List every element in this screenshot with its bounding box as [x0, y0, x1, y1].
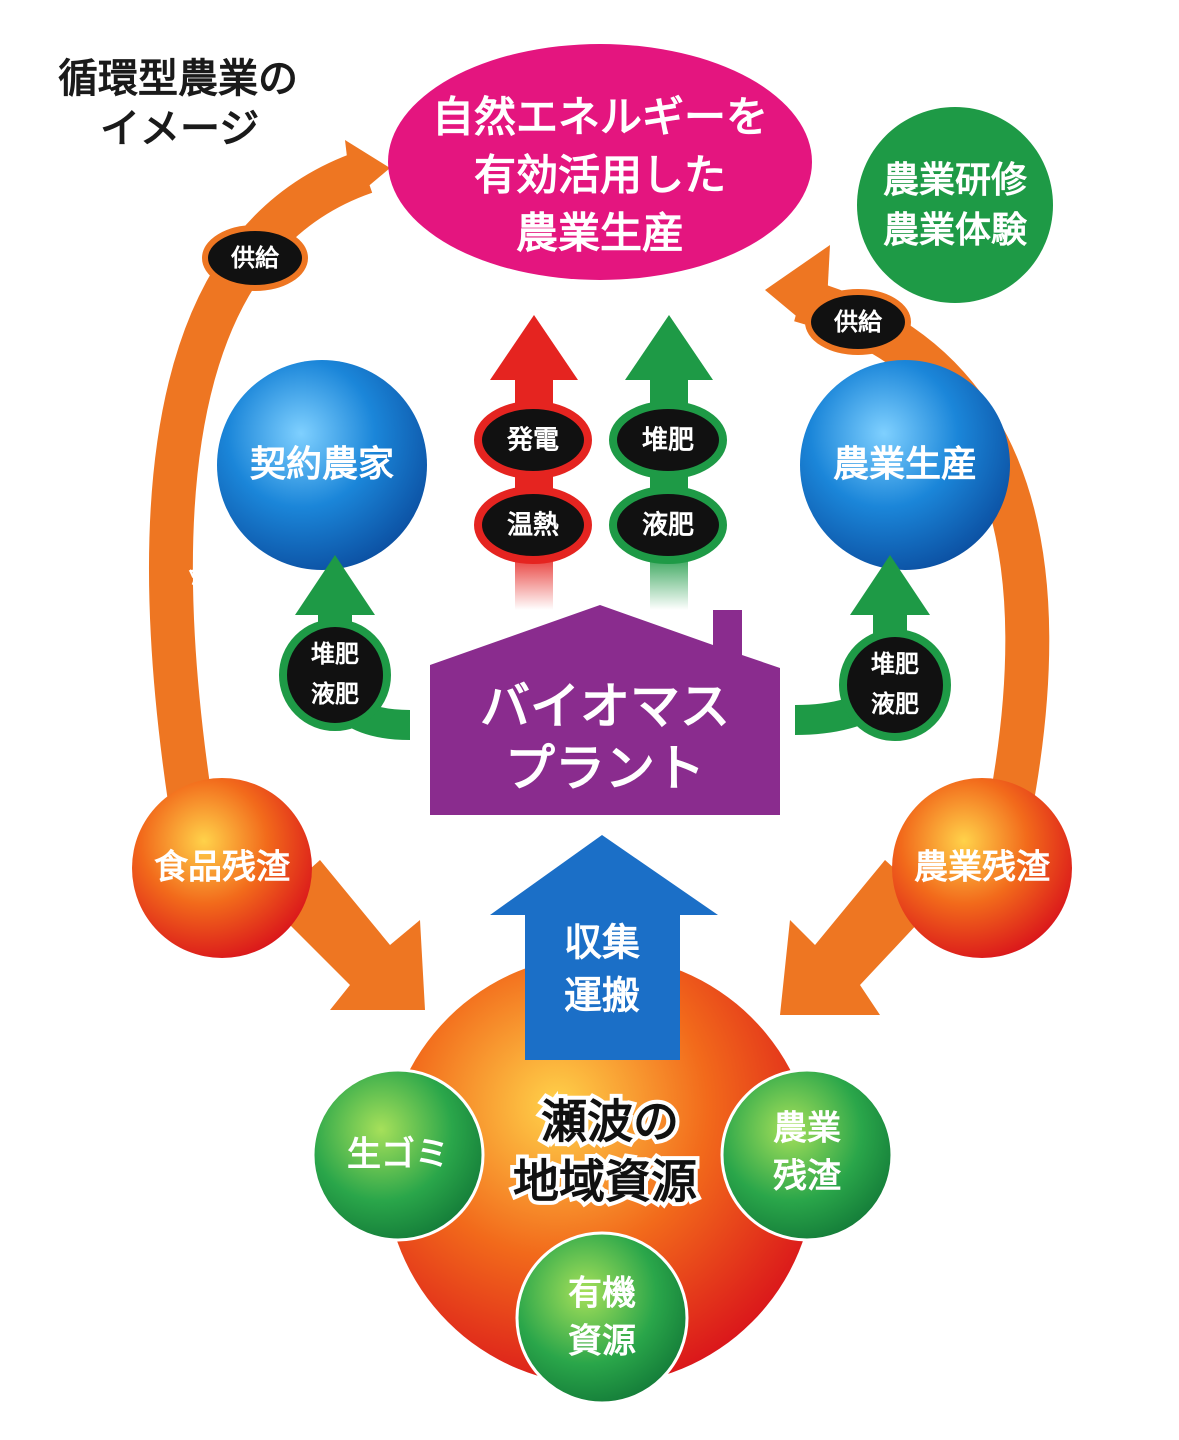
left-supply-arc — [148, 151, 373, 804]
biomass-plant-house: バイオマス プラント — [430, 605, 780, 815]
resources-line1: 瀬波の — [541, 1095, 679, 1149]
training-line1: 農業研修 — [883, 160, 1028, 201]
agri-residue-small-line2: 残渣 — [773, 1157, 842, 1197]
garbage-label: 生ゴミ — [347, 1135, 449, 1175]
left-fertilizer-line1: 堆肥 — [311, 640, 359, 668]
plant-line2: プラント — [505, 740, 705, 798]
supply-badge-right: 供給 — [805, 289, 911, 355]
top-goal-ellipse: 自然エネルギーを 有効活用した 農業生産 — [388, 44, 812, 280]
compost-badge: 堆肥 — [609, 401, 727, 479]
left-arc-arrowhead — [345, 140, 390, 200]
agri-residue-label: 農業残渣 — [914, 848, 1051, 888]
power-label: 発電 — [506, 426, 559, 456]
left-fertilizer-line2: 液肥 — [311, 680, 359, 708]
agri-residue-sphere: 農業残渣 — [892, 778, 1072, 958]
right-fertilizer-arrow: 堆肥 液肥 — [794, 555, 951, 741]
supply-badge-left: 供給 — [202, 225, 308, 291]
agri-residue-arrow — [780, 860, 935, 1015]
farm-production-sphere: 農業生産 — [800, 360, 1010, 570]
liquid-badge: 液肥 — [609, 486, 727, 564]
garbage-circle: 生ゴミ — [311, 1068, 485, 1242]
heat-label: 温熱 — [507, 511, 559, 541]
plant-line1: バイオマス — [480, 678, 730, 736]
compost-label: 堆肥 — [642, 426, 694, 456]
organic-line1: 有機 — [568, 1274, 636, 1314]
contract-farmer-label: 契約農家 — [250, 444, 394, 485]
top-goal-line2: 有効活用した — [474, 151, 726, 200]
liquid-label: 液肥 — [642, 511, 694, 541]
local-resources-sphere: 瀬波の 地域資源 — [385, 955, 815, 1385]
food-residue-arrow — [270, 860, 425, 1010]
top-goal-line1: 自然エネルギーを — [432, 93, 768, 142]
food-residue-label: 食品残渣 — [154, 848, 291, 888]
supply-label-left: 供給 — [230, 244, 280, 272]
organic-line2: 資源 — [568, 1322, 636, 1362]
right-fertilizer-line1: 堆肥 — [871, 650, 919, 678]
power-badge: 発電 — [474, 401, 592, 479]
right-fertilizer-line2: 液肥 — [871, 690, 919, 718]
top-goal-line3: 農業生産 — [516, 209, 684, 258]
supply-label-right: 供給 — [833, 308, 883, 336]
contract-farmer-sphere: 契約農家 — [217, 360, 427, 570]
training-line2: 農業体験 — [883, 210, 1028, 251]
collection-line1: 収集 — [564, 921, 640, 965]
diagram-title-line2: イメージ — [100, 106, 259, 152]
collection-arrow: 収集 運搬 — [490, 835, 718, 1060]
resources-line2: 地域資源 — [513, 1155, 697, 1209]
food-residue-sphere: 食品残渣 — [132, 778, 312, 958]
training-circle: 農業研修 農業体験 — [857, 107, 1053, 303]
agri-residue-circle: 農業 残渣 — [720, 1068, 894, 1242]
agri-residue-small-line1: 農業 — [773, 1109, 841, 1149]
left-fertilizer-arrow: 堆肥 液肥 — [279, 555, 411, 740]
organic-resources-circle: 有機 資源 — [515, 1231, 689, 1405]
diagram-title-line1: 循環型農業の — [58, 56, 298, 102]
heat-badge: 温熱 — [474, 486, 592, 564]
collection-line2: 運搬 — [564, 974, 640, 1018]
farm-production-label: 農業生産 — [833, 444, 977, 485]
